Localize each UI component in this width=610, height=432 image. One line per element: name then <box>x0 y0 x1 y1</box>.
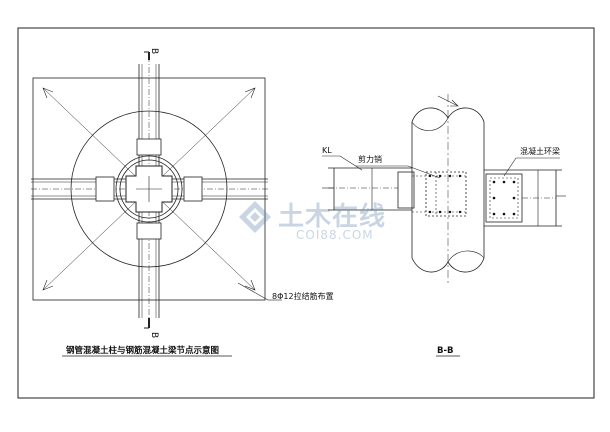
rebar-note: 8Φ12拉结筋布置 <box>272 291 334 301</box>
rebar-dot <box>502 212 506 216</box>
column-break-top-inner <box>411 117 449 131</box>
rebar-dot <box>448 174 452 178</box>
rebar-dot <box>448 210 452 214</box>
corbel-bottom <box>136 222 162 240</box>
rebar-dot <box>428 174 432 178</box>
drawing-frame <box>17 27 595 399</box>
arrow-head <box>42 279 54 291</box>
rebar-dot <box>492 196 496 200</box>
arrow-head <box>42 87 54 99</box>
section-mark-top: B <box>149 48 159 54</box>
corbel-top <box>136 138 162 156</box>
rebar-dot <box>458 210 462 214</box>
rebar-dot <box>502 180 506 184</box>
corbel-left <box>95 176 115 202</box>
shear-key-zone <box>425 171 467 217</box>
left-caption: 钢管混凝土柱与钢筋混凝土梁节点示意图 <box>66 345 219 356</box>
rebar-leader <box>237 282 269 301</box>
rebar-dot <box>428 210 432 214</box>
corbel-right <box>183 176 203 202</box>
rebar-dot <box>492 180 496 184</box>
rebar-dot <box>492 212 496 216</box>
right-caption: B-B <box>437 346 454 356</box>
column-top-arrow <box>437 95 459 107</box>
ring-beam-cage <box>489 177 519 219</box>
rebar-dot <box>438 210 442 214</box>
rebar-dots <box>428 174 516 216</box>
arrow-head <box>244 279 256 291</box>
arrow-head <box>450 99 459 107</box>
section-mark-bottom: B <box>149 332 159 338</box>
ring-beam-leader <box>503 157 560 177</box>
embedded-plate-left <box>397 171 415 209</box>
rebar-dot <box>512 212 516 216</box>
shear-key-label: 剪力销 <box>358 154 382 164</box>
section-view <box>322 94 566 357</box>
rebar-dot <box>512 180 516 184</box>
beam-label: KL <box>322 146 332 155</box>
rebar-dot <box>458 174 462 178</box>
plan-view <box>31 51 282 357</box>
shear-key-leader <box>356 165 441 179</box>
column-break-bottom-inner <box>447 250 485 263</box>
rebar-dot <box>438 174 442 178</box>
rebar-dot <box>512 196 516 200</box>
kl-leader <box>322 155 363 171</box>
arrow-head <box>244 87 256 99</box>
ring-beam-label: 混凝土环梁 <box>520 146 560 156</box>
